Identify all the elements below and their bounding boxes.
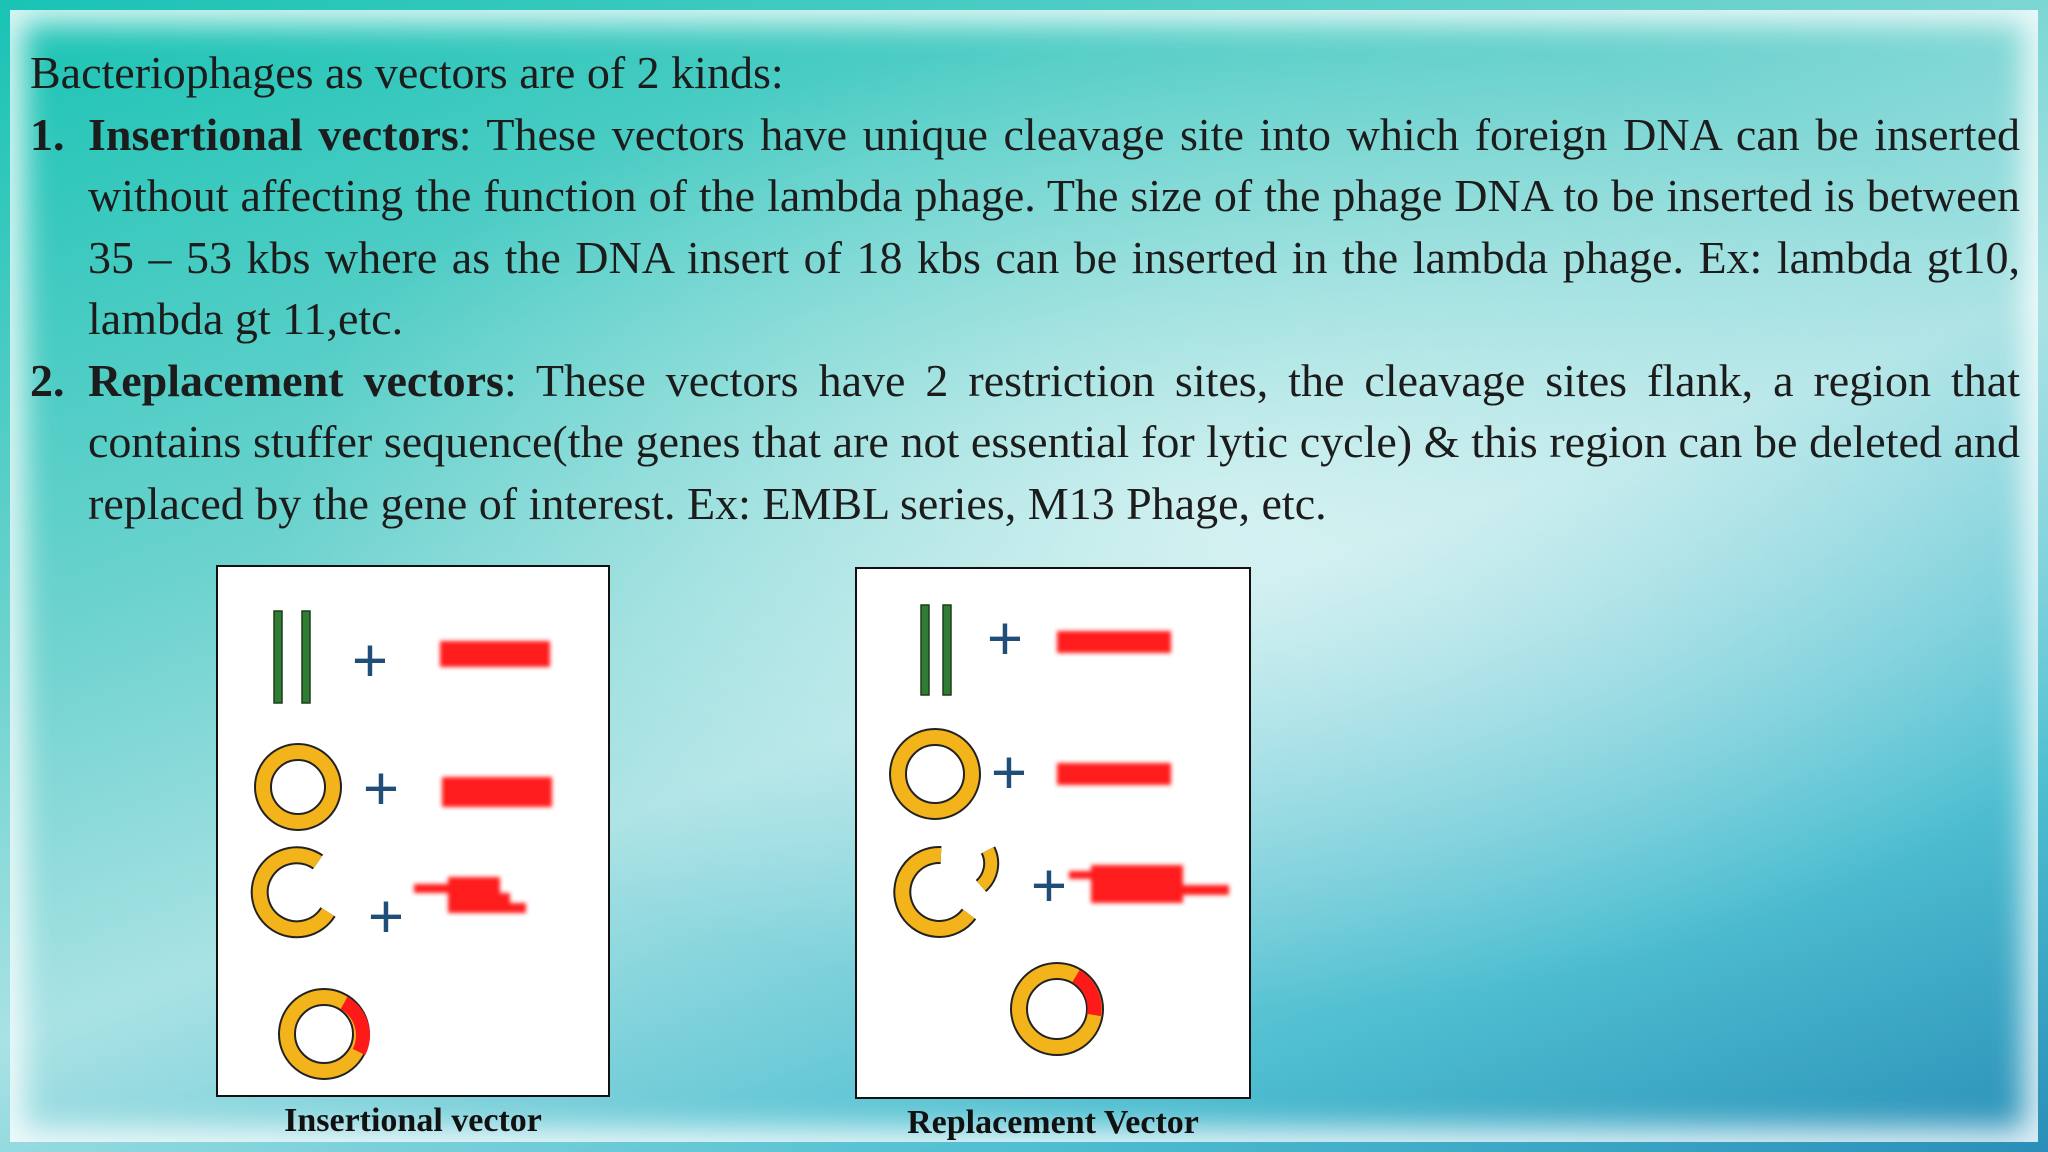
excised-stuffer-fragment-fill bbox=[976, 847, 998, 891]
intro-line: Bacteriophages as vectors are of 2 kinds… bbox=[30, 47, 784, 98]
insertional-vector-caption: Insertional vector bbox=[284, 1102, 542, 1139]
foreign-dna-insert bbox=[442, 777, 552, 807]
circular-vector-fill bbox=[256, 745, 340, 829]
foreign-dna-insert bbox=[1057, 631, 1171, 653]
term-insertional-vectors: Insertional vectors bbox=[88, 108, 459, 160]
list-item-content: Replacement vectors: These vectors have … bbox=[88, 350, 2020, 535]
plus-sign: + bbox=[991, 738, 1027, 807]
list-number: 2. bbox=[30, 354, 65, 406]
description-replacement: : These vectors have 2 restriction sites… bbox=[88, 354, 2020, 529]
foreign-dna-insert bbox=[1057, 763, 1171, 785]
plus-sign: + bbox=[352, 626, 388, 695]
foreign-dna-insert-blunt bbox=[414, 877, 526, 913]
list-item-content: Insertional vectors: These vectors have … bbox=[88, 104, 2020, 350]
plus-sign: + bbox=[363, 754, 399, 823]
inserted-dna-segment bbox=[340, 996, 370, 1056]
phage-dna-strand bbox=[273, 610, 283, 704]
list-number: 1. bbox=[30, 108, 65, 160]
inserted-dna-segment bbox=[1072, 969, 1102, 1017]
plus-sign: + bbox=[1031, 851, 1067, 920]
phage-dna-strand bbox=[301, 610, 311, 704]
phage-dna-strand bbox=[942, 604, 952, 696]
replacement-vector-caption: Replacement Vector bbox=[907, 1104, 1199, 1141]
replacement-diagram-svg: + + + bbox=[889, 604, 1229, 1056]
foreign-dna-insert-blunt bbox=[1069, 865, 1229, 903]
cleaved-vector-fill bbox=[895, 847, 975, 936]
plus-sign: + bbox=[368, 882, 404, 951]
phage-dna-strand bbox=[920, 604, 930, 696]
insertional-vector-diagram: + + + bbox=[216, 565, 610, 1097]
list-item-insertional: 1. Insertional vectors: These vectors ha… bbox=[30, 104, 2020, 350]
cleaved-vector-fill bbox=[252, 848, 334, 937]
replacement-vector-diagram: + + + bbox=[855, 567, 1251, 1099]
description-insertional: : These vectors have unique cleavage sit… bbox=[88, 108, 2020, 345]
circular-vector-fill bbox=[891, 730, 979, 818]
plus-sign: + bbox=[987, 604, 1023, 673]
slide-text: Bacteriophages as vectors are of 2 kinds… bbox=[30, 42, 2020, 534]
insertional-diagram-svg: + + + bbox=[250, 610, 552, 1080]
term-replacement-vectors: Replacement vectors bbox=[88, 354, 504, 406]
list-item-replacement: 2. Replacement vectors: These vectors ha… bbox=[30, 350, 2020, 535]
foreign-dna-insert bbox=[440, 641, 550, 667]
